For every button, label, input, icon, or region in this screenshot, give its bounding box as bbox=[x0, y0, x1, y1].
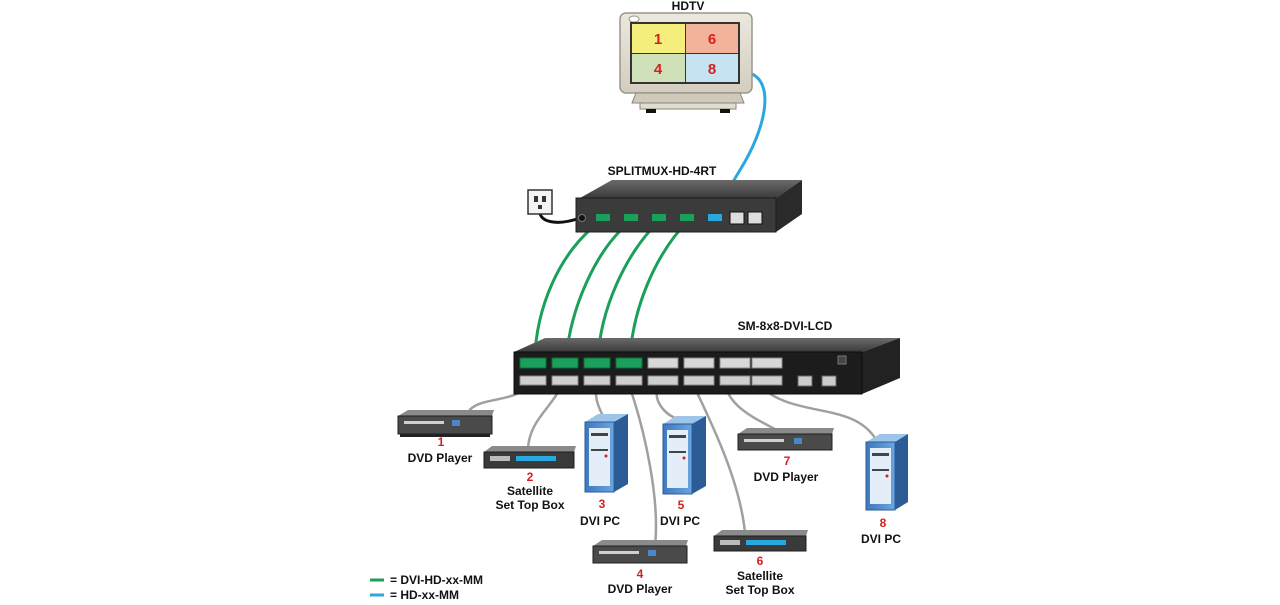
hdtv-quadrant-4-label: 4 bbox=[654, 61, 663, 78]
source-2-satellite-set-top-box: 2 Satellite Set Top Box bbox=[483, 446, 576, 512]
hdtv-label: HDTV bbox=[672, 0, 705, 13]
source-cable-6 bbox=[690, 381, 747, 534]
source-8-number: 8 bbox=[880, 516, 887, 530]
source-6-name-line-1: Satellite bbox=[737, 569, 783, 583]
legend: = DVI-HD-xx-MM = HD-xx-MM bbox=[370, 573, 483, 602]
hdtv-quadrant-6-label: 6 bbox=[708, 31, 716, 48]
source-cable-4 bbox=[626, 381, 658, 546]
source-4-name: DVD Player bbox=[608, 582, 673, 596]
hdtv: HDTV 1 6 4 8 bbox=[619, 0, 753, 113]
source-7-number: 7 bbox=[784, 454, 791, 468]
source-4-dvd-player: 4 DVD Player bbox=[592, 540, 688, 596]
source-7-name: DVD Player bbox=[754, 470, 819, 484]
source-3-dvi-pc: 3 DVI PC bbox=[580, 414, 628, 528]
source-1-dvd-player: 1 DVD Player bbox=[397, 410, 494, 465]
source-7-dvd-player: 7 DVD Player bbox=[737, 428, 834, 484]
hdtv-quadrant-8 bbox=[686, 54, 738, 82]
hdtv-quadrant-1 bbox=[632, 24, 685, 53]
source-8-dvi-pc: 8 DVI PC bbox=[861, 434, 908, 546]
power-outlet-icon bbox=[527, 189, 553, 215]
source-8-name: DVI PC bbox=[861, 532, 901, 546]
source-3-name: DVI PC bbox=[580, 514, 620, 528]
source-2-number: 2 bbox=[527, 470, 534, 484]
source-3-number: 3 bbox=[599, 497, 606, 511]
hdtv-quadrant-6 bbox=[686, 24, 738, 53]
legend-hdmi-cable: = HD-xx-MM bbox=[390, 588, 459, 600]
source-5-name: DVI PC bbox=[660, 514, 700, 528]
source-2-name-line-2: Set Top Box bbox=[495, 498, 564, 512]
splitmux-hd-4rt: SPLITMUX-HD-4RT bbox=[527, 164, 802, 233]
source-6-name-line-2: Set Top Box bbox=[725, 583, 794, 597]
source-1-name: DVD Player bbox=[408, 451, 473, 465]
splitmux-label: SPLITMUX-HD-4RT bbox=[608, 164, 717, 178]
legend-dvi-cable: = DVI-HD-xx-MM bbox=[390, 573, 483, 587]
hdtv-quadrant-4 bbox=[632, 54, 685, 82]
source-6-satellite-set-top-box: 6 Satellite Set Top Box bbox=[713, 530, 808, 597]
source-6-number: 6 bbox=[757, 554, 764, 568]
hdtv-quadrant-1-label: 1 bbox=[654, 31, 662, 48]
sm-8x8-dvi-lcd: SM-8x8-DVI-LCD bbox=[513, 319, 900, 395]
hdtv-quadrant-8-label: 8 bbox=[708, 61, 716, 78]
source-5-dvi-pc: 5 DVI PC bbox=[660, 416, 706, 528]
source-1-number: 1 bbox=[438, 435, 445, 449]
source-5-number: 5 bbox=[678, 498, 685, 512]
source-4-number: 4 bbox=[637, 567, 644, 581]
source-2-name-line-1: Satellite bbox=[507, 484, 553, 498]
matrix-label: SM-8x8-DVI-LCD bbox=[738, 319, 833, 333]
